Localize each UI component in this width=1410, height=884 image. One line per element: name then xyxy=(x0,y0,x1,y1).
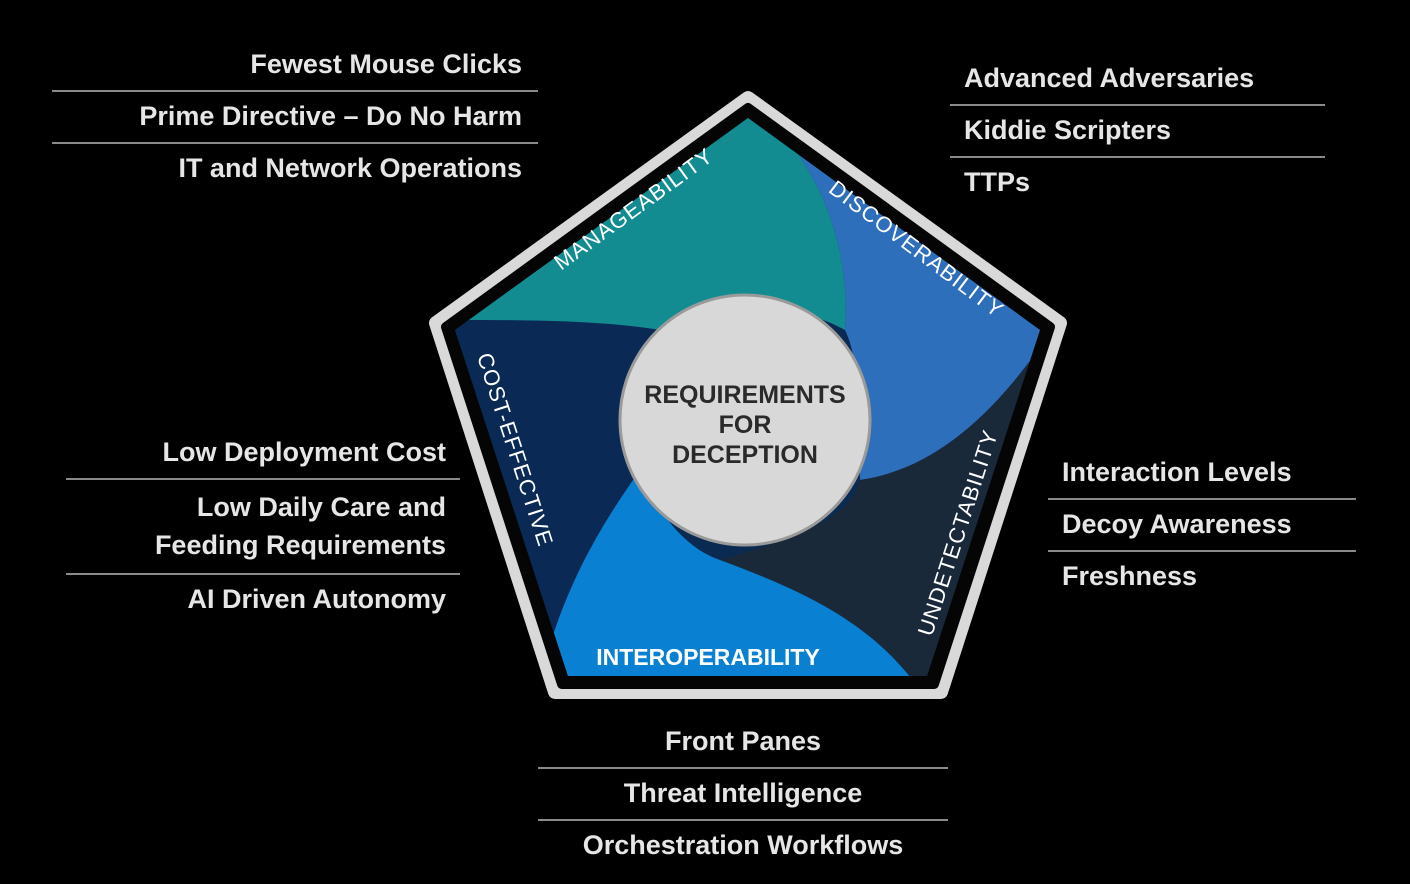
segment-interoperability xyxy=(540,470,920,676)
center-label-line1: REQUIREMENTS xyxy=(644,381,845,409)
divider xyxy=(950,156,1325,158)
list-item: Orchestration Workflows xyxy=(582,830,904,860)
segment-discoverability xyxy=(748,118,1040,480)
list-item: Low Daily Care and Feeding Requirements xyxy=(154,492,446,560)
divider xyxy=(1048,550,1356,552)
divider xyxy=(52,90,538,92)
list-item: Front Panes xyxy=(664,726,822,756)
discoverability-list: Advanced Adversaries Kiddie Scripters TT… xyxy=(950,62,1325,199)
list-item: Decoy Awareness xyxy=(1062,509,1292,539)
divider xyxy=(66,573,460,575)
list-item: AI Driven Autonomy xyxy=(187,584,446,614)
divider xyxy=(52,142,538,144)
interoperability-list: Front Panes Threat Intelligence Orchestr… xyxy=(538,725,948,862)
list-item: Kiddie Scripters xyxy=(964,115,1172,145)
segment-label-interoperability: INTEROPERABILITY xyxy=(596,644,820,670)
divider xyxy=(66,478,460,480)
segment-cost-effective xyxy=(455,320,660,676)
list-item: Advanced Adversaries xyxy=(964,63,1255,93)
divider xyxy=(538,767,948,769)
list-item: Fewest Mouse Clicks xyxy=(250,49,522,79)
list-item: Prime Directive – Do No Harm xyxy=(139,101,522,131)
divider xyxy=(950,104,1325,106)
list-item: IT and Network Operations xyxy=(178,153,522,183)
undetectability-list: Interaction Levels Decoy Awareness Fresh… xyxy=(1048,456,1356,593)
list-item: TTPs xyxy=(964,167,1031,197)
list-item: Freshness xyxy=(1062,561,1198,591)
list-item: Threat Intelligence xyxy=(623,778,863,808)
center-circle xyxy=(618,293,872,547)
cost-effective-list: Low Deployment Cost Low Daily Care and F… xyxy=(66,436,460,616)
manageability-list: Fewest Mouse Clicks Prime Directive – Do… xyxy=(52,48,538,185)
segment-undetectability xyxy=(720,330,1040,676)
list-item: Low Deployment Cost xyxy=(162,437,446,467)
center-label-line2: FOR xyxy=(719,411,772,439)
divider xyxy=(1048,498,1356,500)
center-label-line3: DECEPTION xyxy=(672,441,818,469)
divider xyxy=(538,819,948,821)
list-item: Interaction Levels xyxy=(1062,457,1292,487)
